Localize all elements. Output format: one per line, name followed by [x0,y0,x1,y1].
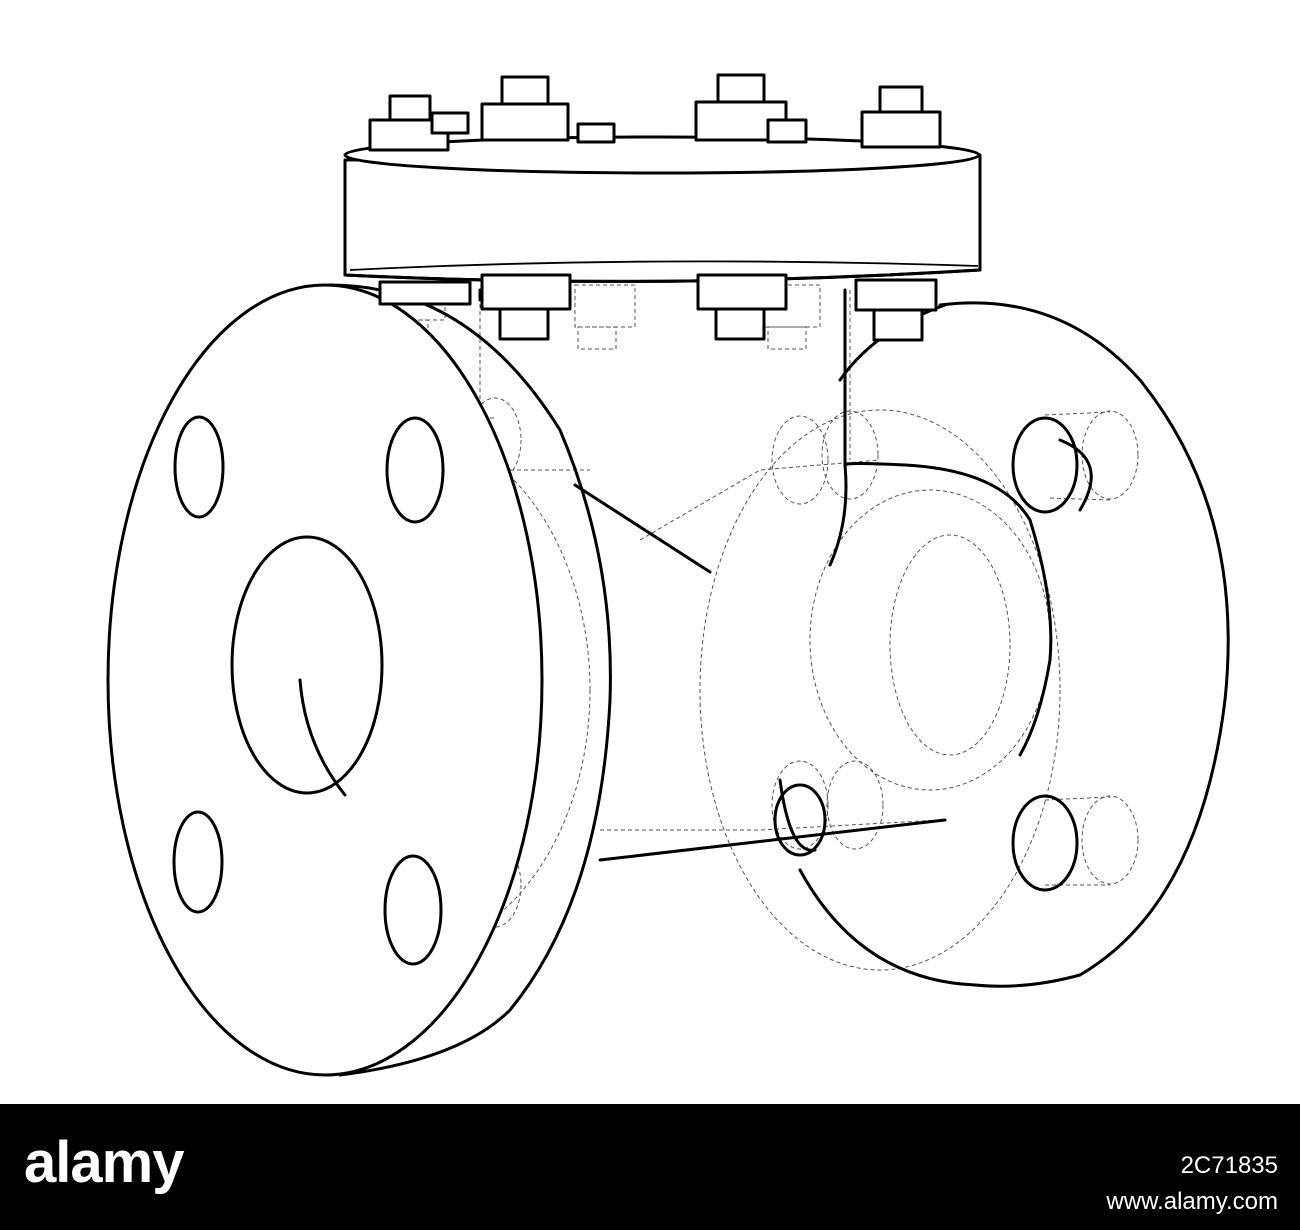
image-id-label: 2C71835 [1180,1152,1278,1179]
left-flange [106,283,612,1077]
right-flange [773,301,1230,988]
brand-logo: alamy [24,1130,184,1195]
valve-body [478,288,1032,862]
source-url-label: www.alamy.com [1106,1188,1278,1215]
bottom-bolts [378,273,938,342]
top-bolts [368,73,942,152]
bonnet-cover [343,135,982,283]
valve-wireframe-drawing [106,73,1230,1077]
watermark-bar: alamy [0,1104,1300,1230]
